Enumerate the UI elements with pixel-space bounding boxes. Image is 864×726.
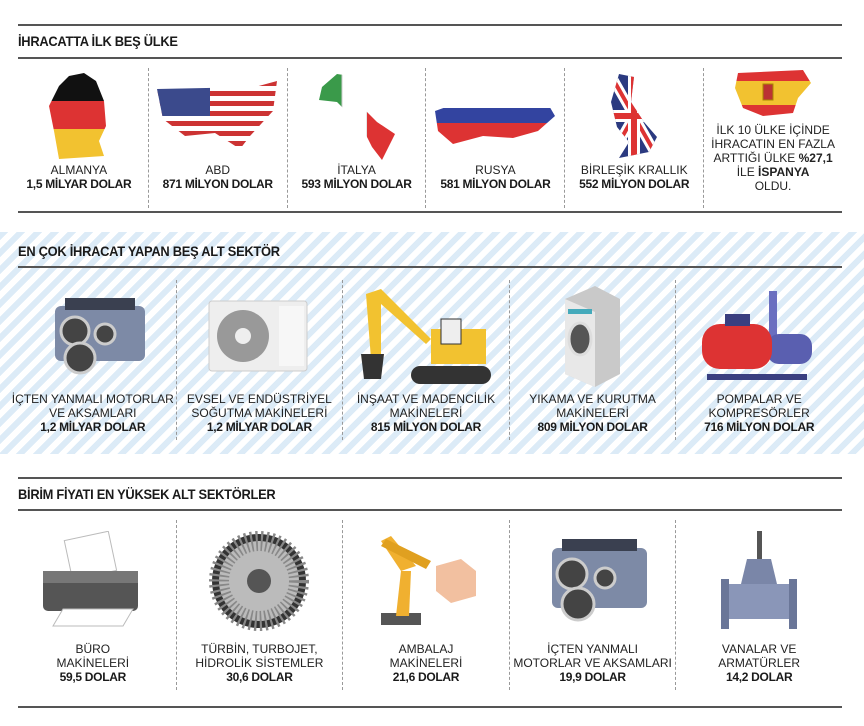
turbine-icon xyxy=(209,520,310,642)
country-germany: ALMANYA 1,5 MİLYAR DOLAR xyxy=(10,68,149,208)
note-line: OLDU. xyxy=(754,179,792,193)
note-country: İSPANYA xyxy=(758,165,810,179)
item-label: MOTORLAR VE AKSAMLARI xyxy=(513,656,672,670)
sector-value: 1,2 MİLYAR DOLAR xyxy=(40,420,146,434)
country-name: RUSYA xyxy=(475,163,516,177)
sector-label: İNŞAAT VE MADENCİLİK xyxy=(356,392,496,406)
divider xyxy=(18,509,842,511)
country-russia: RUSYA 581 MİLYON DOLAR xyxy=(426,68,566,208)
country-value: 581 MİLYON DOLAR xyxy=(440,177,551,191)
item-engine: İÇTEN YANMALI MOTORLAR VE AKSAMLARI 19,9… xyxy=(510,520,677,690)
item-label: TÜRBİN, TURBOJET, xyxy=(201,642,318,656)
sector-label: VE AKSAMLARI xyxy=(49,406,137,420)
excavator-icon xyxy=(356,280,496,392)
divider xyxy=(18,24,842,26)
item-label: MAKİNELERİ xyxy=(56,656,130,670)
sector-value: 809 MİLYON DOLAR xyxy=(537,420,648,434)
item-label: BÜRO xyxy=(75,642,111,656)
item-label: İÇTEN YANMALI xyxy=(547,642,639,656)
country-italy: İTALYA 593 MİLYON DOLAR xyxy=(288,68,427,208)
item-turbine: TÜRBİN, TURBOJET, HİDROLİK SİSTEMLER 30,… xyxy=(177,520,344,690)
air-conditioner-icon xyxy=(207,280,312,392)
item-label: MAKİNELERİ xyxy=(389,656,463,670)
spain-map-icon xyxy=(733,68,813,123)
section-title-unit-price: BİRİM FİYATI EN YÜKSEK ALT SEKTÖRLER xyxy=(18,486,276,502)
note-line: ARTTIĞI ÜLKE xyxy=(713,151,799,165)
note-line: İLE xyxy=(736,165,759,179)
country-name: ABD xyxy=(205,163,231,177)
note-line: İHRACATIN EN FAZLA xyxy=(711,137,835,151)
sector-value: 1,2 MİLYAR DOLAR xyxy=(206,420,312,434)
item-value: 59,5 DOLAR xyxy=(59,670,127,684)
note-line: İLK 10 ÜLKE İÇİNDE xyxy=(716,123,830,137)
valve-icon xyxy=(719,520,799,642)
item-packaging: AMBALAJ MAKİNELERİ 21,6 DOLAR xyxy=(343,520,510,690)
divider xyxy=(18,266,842,268)
country-name: BİRLEŞİK KRALLIK xyxy=(580,163,688,177)
item-label: ARMATÜRLER xyxy=(718,656,801,670)
country-uk: BİRLEŞİK KRALLIK 552 MİLYON DOLAR xyxy=(565,68,705,208)
engine-icon xyxy=(530,520,655,642)
item-value: 30,6 DOLAR xyxy=(226,670,293,684)
countries-row: ALMANYA 1,5 MİLYAR DOLAR ABD 871 MİLYON … xyxy=(10,68,842,208)
sector-label: KOMPRESÖRLER xyxy=(708,406,810,420)
sector-engines: İÇTEN YANMALI MOTORLAR VE AKSAMLARI 1,2 … xyxy=(10,280,177,440)
country-value: 1,5 MİLYAR DOLAR xyxy=(26,177,132,191)
pump-icon xyxy=(697,280,822,392)
item-value: 21,6 DOLAR xyxy=(392,670,460,684)
sector-pumps: POMPALAR VE KOMPRESÖRLER 716 MİLYON DOLA… xyxy=(676,280,842,440)
country-name: İTALYA xyxy=(337,163,376,177)
uk-map-icon xyxy=(609,68,659,163)
sector-washing: YIKAMA VE KURUTMA MAKİNELERİ 809 MİLYON … xyxy=(510,280,677,440)
divider xyxy=(18,706,842,708)
item-value: 14,2 DOLAR xyxy=(725,670,793,684)
sector-value: 815 MİLYON DOLAR xyxy=(370,420,482,434)
sector-value: 716 MİLYON DOLAR xyxy=(704,420,815,434)
sector-label: POMPALAR VE xyxy=(716,392,802,406)
item-valves: VANALAR VE ARMATÜRLER 14,2 DOLAR xyxy=(676,520,842,690)
divider xyxy=(18,477,842,479)
item-value: 19,9 DOLAR xyxy=(559,670,626,684)
italy-map-icon xyxy=(317,68,397,163)
country-value: 871 MİLYON DOLAR xyxy=(162,177,273,191)
country-name: ALMANYA xyxy=(50,163,108,177)
germany-map-icon xyxy=(44,68,114,163)
unit-price-row: BÜRO MAKİNELERİ 59,5 DOLAR TÜRBİN, TURBO… xyxy=(10,520,842,690)
item-label: VANALAR VE xyxy=(721,642,797,656)
sector-label: MAKİNELERİ xyxy=(556,406,629,420)
sector-construction: İNŞAAT VE MADENCİLİK MAKİNELERİ 815 MİLY… xyxy=(343,280,510,440)
divider xyxy=(18,57,842,59)
item-label: HİDROLİK SİSTEMLER xyxy=(195,656,324,670)
country-usa: ABD 871 MİLYON DOLAR xyxy=(149,68,288,208)
item-label: AMBALAJ xyxy=(398,642,454,656)
spain-note: İLK 10 ÜLKE İÇİNDE İHRACATIN EN FAZLA AR… xyxy=(704,68,842,208)
item-office: BÜRO MAKİNELERİ 59,5 DOLAR xyxy=(10,520,177,690)
sector-label: YIKAMA VE KURUTMA xyxy=(529,392,656,406)
usa-map-icon xyxy=(155,68,280,163)
section-title-countries: İHRACATTA İLK BEŞ ÜLKE xyxy=(18,33,178,49)
sector-cooling: EVSEL VE ENDÜSTRİYEL SOĞUTMA MAKİNELERİ … xyxy=(177,280,344,440)
printer-icon xyxy=(38,520,148,642)
sector-label: EVSEL VE ENDÜSTRİYEL xyxy=(186,392,332,406)
robot-arm-icon xyxy=(371,520,481,642)
divider xyxy=(18,211,842,213)
country-value: 552 MİLYON DOLAR xyxy=(579,177,690,191)
sector-label: İÇTEN YANMALI MOTORLAR xyxy=(11,392,174,406)
sectors-row: İÇTEN YANMALI MOTORLAR VE AKSAMLARI 1,2 … xyxy=(10,280,842,440)
russia-map-icon xyxy=(433,68,558,163)
engine-icon xyxy=(35,280,150,392)
washing-machine-icon xyxy=(560,280,625,392)
sector-label: SOĞUTMA MAKİNELERİ xyxy=(191,406,328,420)
note-percent: %27,1 xyxy=(798,151,833,165)
sector-label: MAKİNELERİ xyxy=(389,406,463,420)
section-title-sectors: EN ÇOK İHRACAT YAPAN BEŞ ALT SEKTÖR xyxy=(18,243,280,259)
country-value: 593 MİLYON DOLAR xyxy=(301,177,412,191)
